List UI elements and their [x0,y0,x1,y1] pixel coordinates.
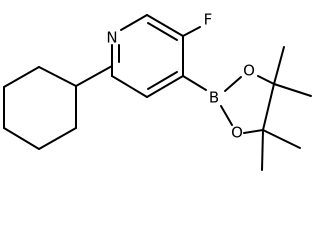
methyl-groups-upper [273,46,312,97]
pyridine-ring [111,14,184,98]
molecule-diagram: N F B O O [3,11,312,171]
bond [262,129,301,149]
bond [182,26,201,37]
bond [220,105,233,126]
bond [38,127,77,150]
atom-label-fluorine: F [204,11,213,29]
bond [262,83,275,131]
atom-label-oxygen-bottom: O [231,124,243,142]
atom-label-nitrogen: N [106,29,117,47]
bond [75,65,113,87]
bond [146,75,184,98]
bond [38,66,77,87]
methyl-groups-lower [261,129,301,171]
bond [261,129,264,171]
bond [147,22,178,41]
atom-label-oxygen-top: O [243,62,255,80]
bond [111,75,148,98]
bond [3,66,40,88]
bond [224,76,242,92]
bond [273,83,312,97]
pinacol-boronate-ring [220,75,275,134]
bond [182,75,207,91]
bond [273,46,285,85]
cyclohexyl-ring [3,66,77,150]
bond [146,14,184,37]
bond [243,129,264,134]
structure-canvas: N F B O O [3,11,312,171]
bond [3,127,40,150]
bond [257,75,275,85]
bond [120,14,148,31]
atom-label-boron: B [209,89,219,107]
bond [147,71,178,90]
